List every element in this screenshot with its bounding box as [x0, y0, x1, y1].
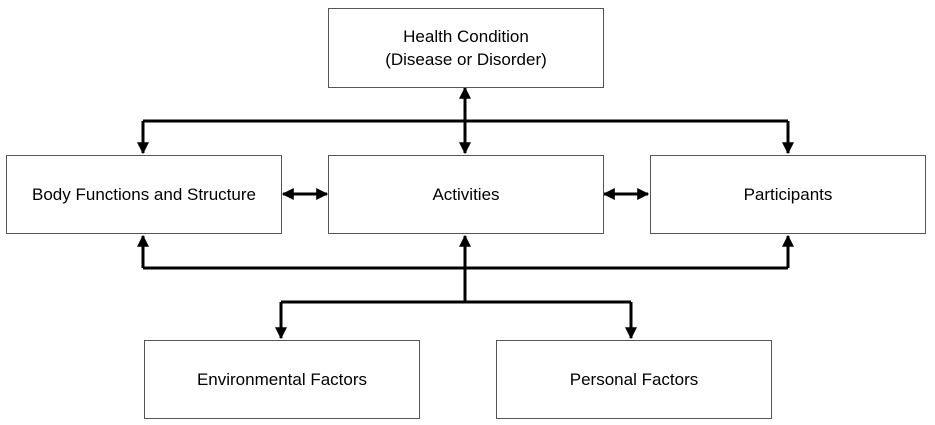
personal-factors-label: Personal Factors: [569, 370, 699, 389]
personal-factors-box: Personal Factors: [496, 340, 772, 419]
participants-label: Participants: [743, 185, 833, 204]
activities-label: Activities: [432, 185, 500, 204]
health-condition-title: Health Condition: [403, 27, 529, 46]
activities-box: Activities: [328, 155, 604, 234]
participants-box: Participants: [650, 155, 926, 234]
health-condition-box: Health Condition (Disease or Disorder): [328, 8, 604, 88]
environmental-factors-box: Environmental Factors: [144, 340, 420, 419]
body-functions-label: Body Functions and Structure: [32, 185, 256, 204]
environmental-factors-label: Environmental Factors: [196, 370, 368, 389]
health-condition-subtitle: (Disease or Disorder): [385, 50, 547, 69]
body-functions-box: Body Functions and Structure: [6, 155, 282, 234]
